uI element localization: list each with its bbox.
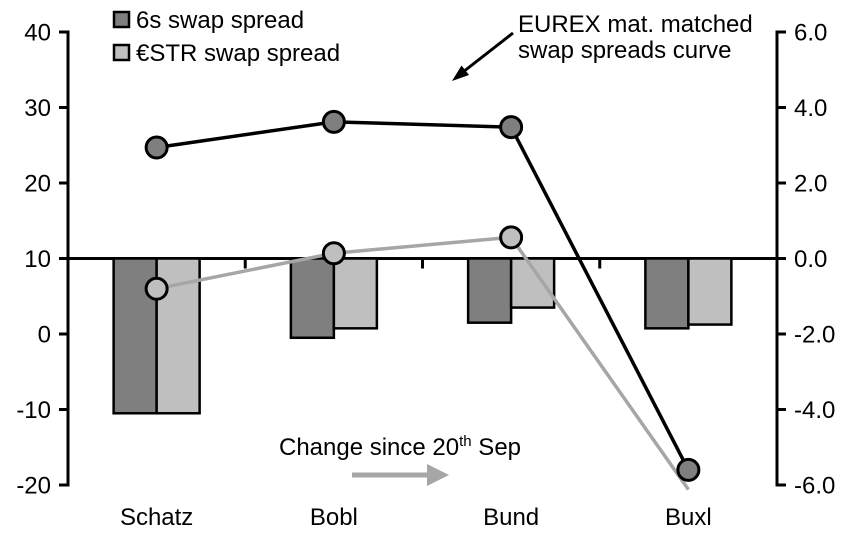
marker-6s-bobl: [321, 109, 346, 134]
lines-layer: [144, 109, 701, 491]
curve-annotation-line1: EUREX mat. matched: [518, 11, 753, 38]
right-axis-tick-label: -2.0: [794, 322, 835, 349]
bar-estr-buxl: [687, 257, 733, 326]
marker-estr-bund: [499, 225, 524, 250]
legend-swatch-estr-swap-spread: [112, 43, 131, 62]
marker-estr-bobl: [321, 241, 346, 266]
marker-estr-schatz: [144, 276, 169, 301]
bar-6s-bobl: [289, 257, 336, 340]
line-6s-swap-spread: [156, 120, 690, 471]
bar-estr-bobl: [332, 257, 379, 330]
left-axis-tick-label: 40: [24, 20, 51, 47]
category-label-bobl: Bobl: [310, 504, 358, 531]
left-axis-tick-label: 0: [38, 322, 51, 349]
left-axis-tick-label: -20: [16, 473, 51, 500]
bar-estr-bund: [509, 257, 556, 309]
legend-swatch-6s-swap-spread: [112, 10, 131, 29]
axis-labels-layer: 40 30 20 10 0 -10 -20 6.0 4.0 2.0 0.0 -2.0 -4.0 -6.0S…: [16, 20, 835, 532]
bar-6s-bund: [466, 257, 513, 324]
left-axis-tick-label: 20: [24, 171, 51, 198]
right-axis-tick-label: 4.0: [794, 95, 827, 122]
line-estr-swap-spread: [156, 235, 690, 491]
marker-6s-bund: [499, 115, 524, 140]
bar-6s-schatz: [112, 257, 158, 415]
right-axis-tick-label: 2.0: [794, 171, 827, 198]
left-axis-tick-label: -10: [16, 397, 51, 424]
bar-6s-buxl: [644, 257, 690, 330]
category-label-bund: Bund: [483, 504, 539, 531]
category-label-buxl: Buxl: [665, 504, 712, 531]
left-axis-tick-label: 30: [24, 95, 51, 122]
marker-6s-buxl: [676, 457, 701, 482]
legend-label-6s-swap-spread: 6s swap spread: [136, 7, 304, 34]
change-annotation-label: Change since 20th Sep: [279, 433, 521, 461]
right-axis-tick-label: -6.0: [794, 473, 835, 500]
curve-annotation: EUREX mat. matched swap spreads curve: [452, 11, 753, 81]
legend: 6s swap spread €STR swap spread: [112, 7, 340, 67]
marker-6s-schatz: [144, 135, 169, 160]
change-arrowhead-icon: [427, 464, 449, 486]
bars-layer: [112, 257, 733, 415]
right-axis-tick-label: 0.0: [794, 246, 827, 273]
curve-annotation-arrow-shaft: [462, 31, 514, 74]
left-axis-tick-label: 10: [24, 246, 51, 273]
legend-label-estr-swap-spread: €STR swap spread: [136, 40, 340, 67]
curve-annotation-arrowhead-icon: [452, 65, 469, 81]
right-axis-tick-label: -4.0: [794, 397, 835, 424]
change-annotation: Change since 20th Sep: [279, 433, 521, 486]
curve-annotation-line2: swap spreads curve: [518, 37, 731, 64]
right-axis-tick-label: 6.0: [794, 20, 827, 47]
category-label-schatz: Schatz: [120, 504, 193, 531]
